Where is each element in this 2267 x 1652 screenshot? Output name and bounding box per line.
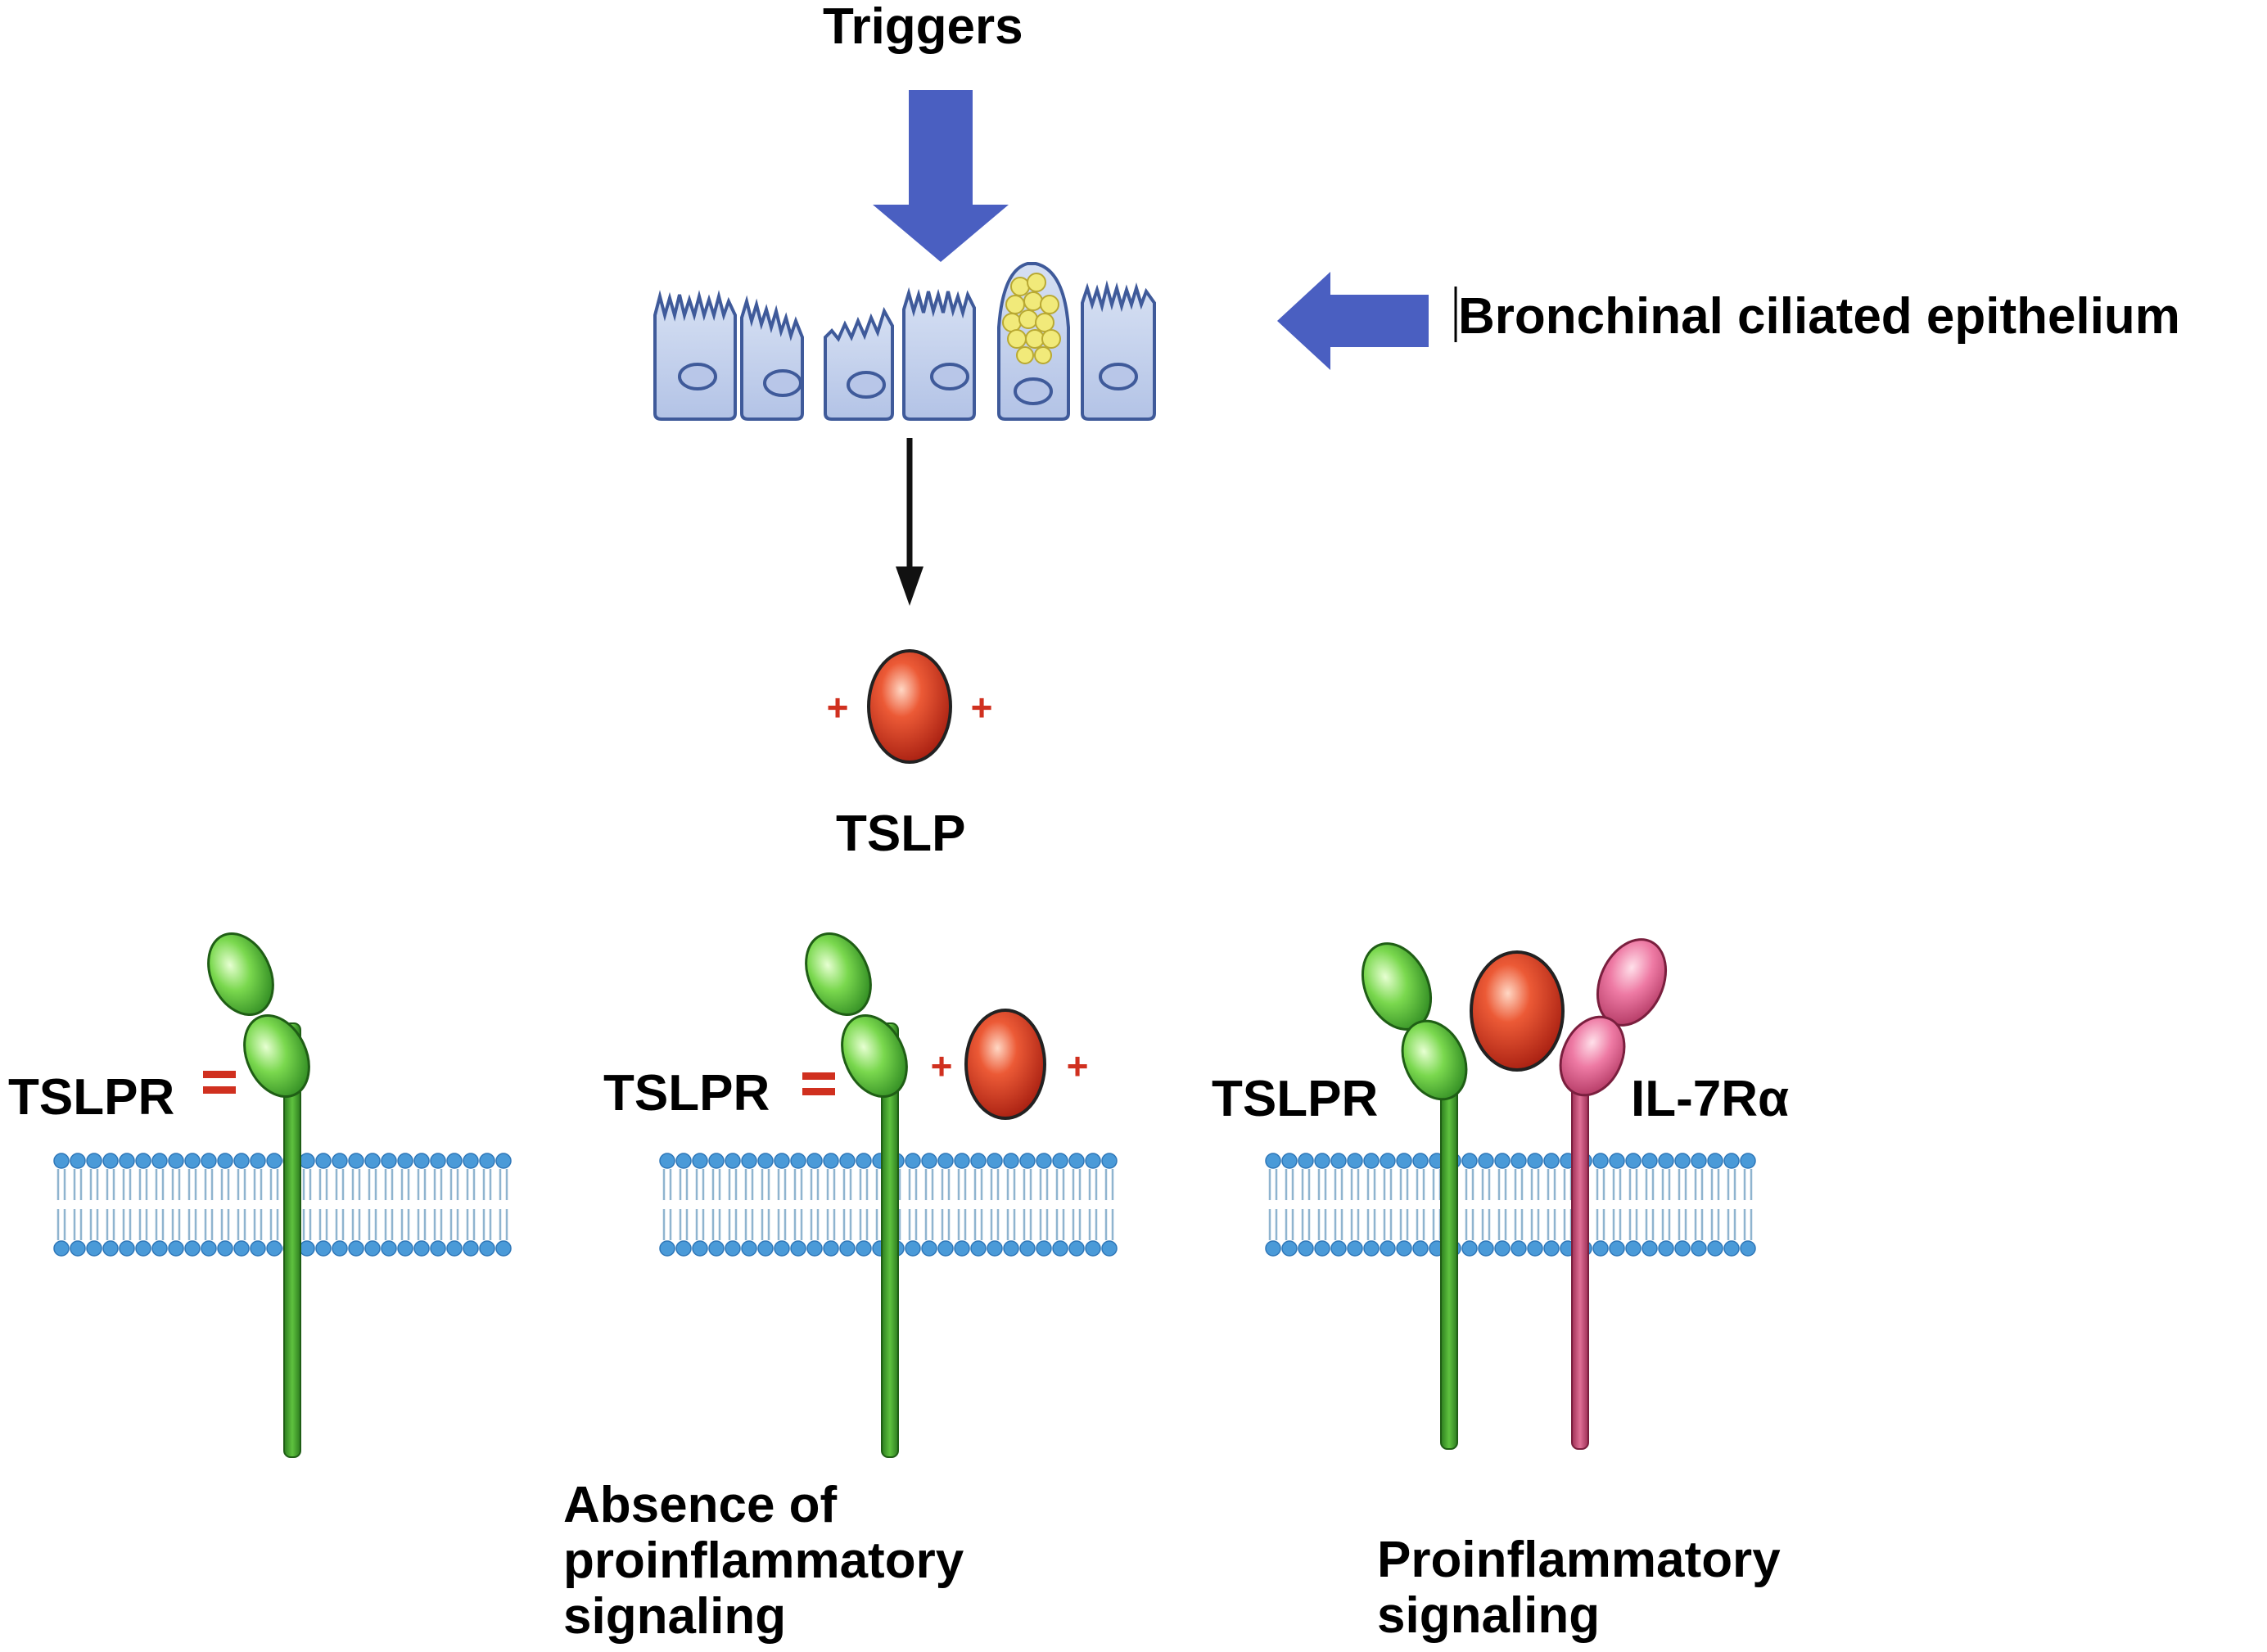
cell-nuclei	[678, 363, 1138, 405]
tslp-molecule: + +	[827, 649, 993, 764]
minus-charge	[203, 1086, 236, 1094]
tslpr-label-3: TSLPR	[1212, 1071, 1379, 1127]
proinflammatory-caption: Proinflammatory signaling	[1377, 1532, 1781, 1644]
minus-charge	[203, 1071, 236, 1078]
lipid-bilayer-membrane	[53, 1153, 512, 1257]
bronchial-epithelium	[653, 262, 1156, 421]
cell-membranes	[53, 1153, 1756, 1257]
lipid-bilayer-membrane	[659, 1153, 1118, 1257]
lipid-bilayer-membrane	[1265, 1153, 1756, 1257]
tslp-label: TSLP	[836, 806, 966, 862]
nucleus	[930, 363, 969, 390]
ciliated-cell	[1081, 280, 1156, 421]
nucleus	[763, 369, 802, 397]
absence-caption-line: proinflammatory	[563, 1532, 964, 1589]
tslp-molecule-unbound	[964, 1009, 1046, 1120]
plus-sign: +	[931, 1045, 953, 1087]
nucleus	[1099, 363, 1138, 390]
epithelium-label: Bronchinal ciliated epithelium	[1458, 288, 2180, 345]
absence-caption: Absence of proinflammatory signaling	[563, 1478, 964, 1645]
proinflammatory-caption-line: Proinflammatory	[1377, 1532, 1781, 1588]
proinflammatory-caption-line: signaling	[1377, 1587, 1601, 1644]
nucleus	[847, 371, 886, 399]
tslpr-receptor-2: + +	[802, 932, 1089, 1458]
epithelium-pointer-arrow	[1277, 272, 1429, 370]
ciliated-cell	[653, 290, 737, 421]
nucleus	[1014, 377, 1053, 405]
absence-caption-line: Absence of	[563, 1477, 838, 1533]
plus-sign: +	[1067, 1045, 1089, 1087]
tslpr-label-1: TSLPR	[8, 1069, 175, 1126]
secretion-arrow	[896, 438, 924, 606]
plus-sign: +	[971, 686, 993, 729]
goblet-granules	[1002, 273, 1061, 364]
tslpr-receptor-1	[203, 932, 310, 1458]
il7ra-label: IL-7Rα	[1631, 1071, 1790, 1127]
minus-charge	[802, 1072, 835, 1080]
nucleus	[678, 363, 717, 390]
ciliated-cell	[902, 287, 976, 421]
trigger-arrow	[873, 90, 1009, 262]
ciliated-cell	[740, 295, 804, 421]
tslpr-label-2: TSLPR	[603, 1065, 770, 1122]
ciliated-cell	[824, 306, 894, 421]
absence-caption-line: signaling	[563, 1588, 787, 1645]
tslpr-il7r-complex	[1361, 938, 1668, 1450]
triggers-label: Triggers	[823, 0, 1023, 55]
tslp-molecule-bound	[1470, 950, 1565, 1072]
minus-charge	[802, 1088, 835, 1095]
plus-sign: +	[827, 686, 849, 729]
